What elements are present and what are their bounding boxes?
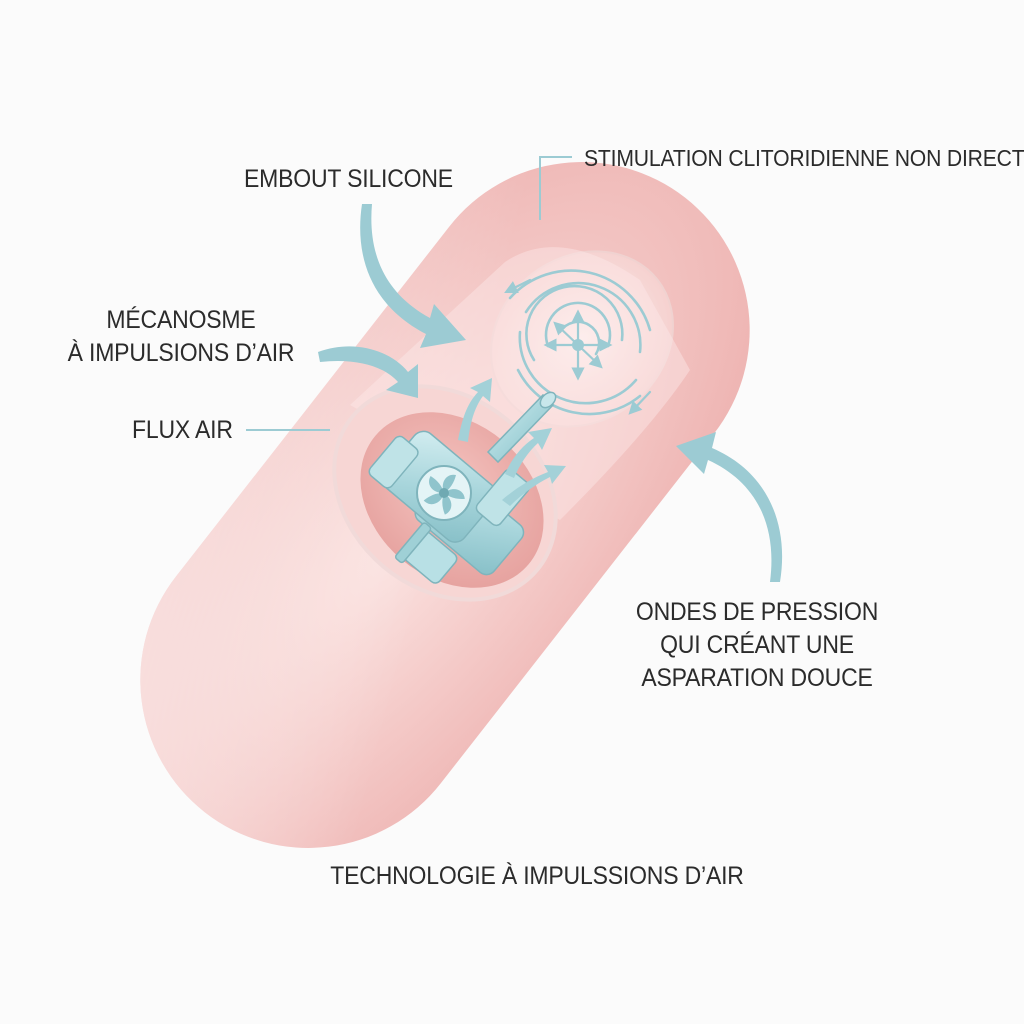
label-ondes-line-3: ASPARATION DOUCE bbox=[641, 664, 873, 692]
label-ondes-line-2: QUI CRÉANT UNE bbox=[660, 631, 854, 659]
air-flow-arrows bbox=[458, 378, 566, 506]
label-embout-silicone: EMBOUT SILICONE bbox=[244, 165, 453, 193]
diagram-caption: TECHNOLOGIE À IMPULSSIONS D’AIR bbox=[330, 862, 744, 890]
fan-icon bbox=[416, 465, 472, 521]
label-flux-air: FLUX AIR bbox=[132, 416, 233, 444]
label-mecanisme-line-2: À IMPULSIONS D’AIR bbox=[67, 339, 295, 367]
label-ondes-line-1: ONDES DE PRESSION bbox=[635, 598, 879, 626]
leader-lines bbox=[246, 156, 572, 431]
label-mecanisme: MÉCANOSME À IMPULSIONS D’AIR bbox=[48, 304, 315, 370]
callout-arrow-icon bbox=[318, 204, 783, 582]
label-stimulation: STIMULATION CLITORIDIENNE NON DIRECTE bbox=[584, 145, 1024, 171]
label-ondes: ONDES DE PRESSION QUI CRÉANT UNE ASPARAT… bbox=[624, 596, 891, 695]
label-mecanisme-line-1: MÉCANOSME bbox=[106, 306, 256, 334]
pressure-wave-icon bbox=[504, 269, 652, 416]
